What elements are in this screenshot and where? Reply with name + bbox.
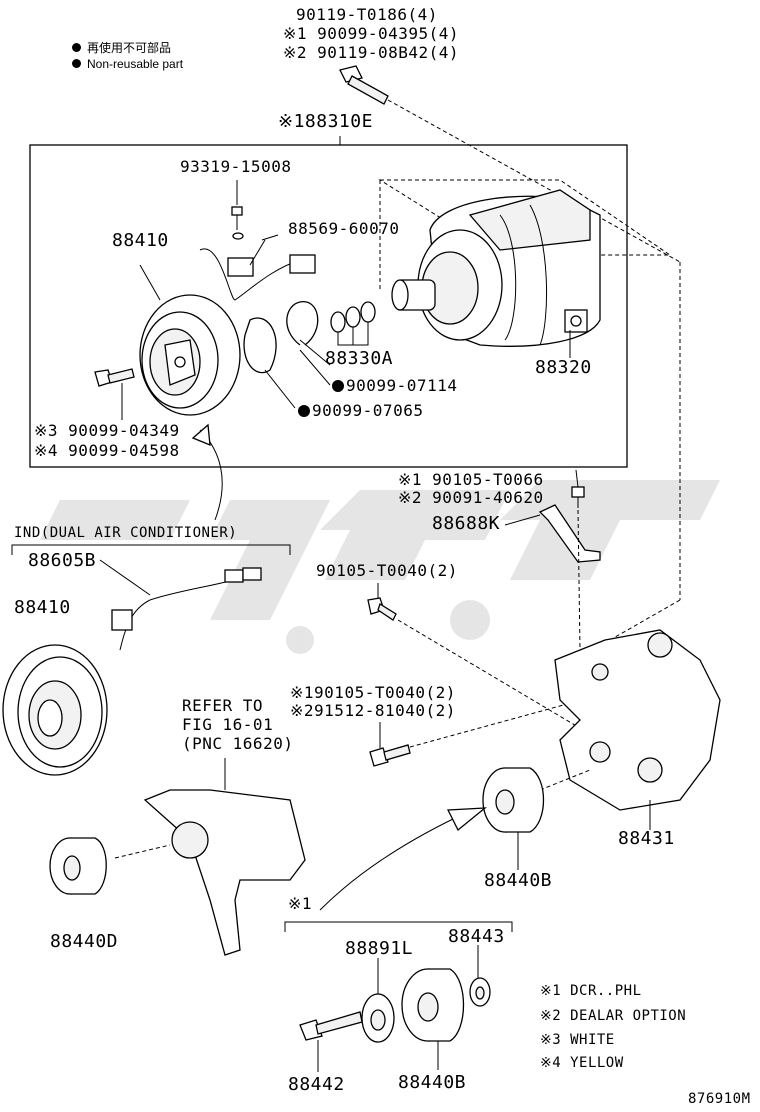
- label-bolt-top-2: ※1 90099-04395(4): [283, 24, 460, 43]
- compressor-bolt: [339, 65, 681, 641]
- shim-90099-07065: [243, 317, 296, 409]
- label-refer-1: REFER TO: [182, 696, 264, 715]
- note-1: ※1 DCR..PHL: [540, 983, 642, 999]
- label-88440b-b: 88440B: [398, 1072, 467, 1093]
- cover-88443: [469, 945, 491, 1007]
- plate-88891l: [361, 958, 395, 1043]
- bracket-bolt-90105: [367, 583, 601, 741]
- label-mark-1: ※1: [288, 894, 313, 913]
- snap-ring-90099-07114: [286, 301, 331, 386]
- label-90105-t0040-alt: ※190105-T0040(2): [290, 683, 456, 702]
- label-90099-04598: ※4 90099-04598: [34, 441, 180, 460]
- compressor-88320: [378, 179, 672, 358]
- label-bolt-top-3: ※2 90119-08B42(4): [283, 43, 460, 62]
- label-88410-a: 88410: [112, 230, 169, 251]
- idler-pulley-88440b: [482, 767, 545, 870]
- legend-text-en: Non-reusable part: [87, 57, 184, 71]
- label-88431: 88431: [618, 828, 675, 849]
- label-88569-60070: 88569-60070: [288, 219, 400, 238]
- label-90099-07114-text: 90099-07114: [346, 376, 458, 395]
- label-90105-t0040: 90105-T0040(2): [316, 561, 458, 580]
- pulley-88440b-b: [401, 968, 465, 1070]
- label-ind-dual-ac: IND(DUAL AIR CONDITIONER): [14, 525, 238, 541]
- legend-text-zh: 再使用不可部品: [87, 41, 172, 55]
- label-refer-3: (PNC 16620): [182, 734, 294, 753]
- idler-pulley-88440d: [49, 837, 171, 895]
- legend: 再使用不可部品 Non-reusable part: [72, 40, 183, 72]
- label-90099-04349: ※3 90099-04349: [34, 421, 180, 440]
- wire-harness-88605b: [99, 559, 262, 651]
- non-reusable-dot-icon: [72, 59, 81, 68]
- screw-93319: [231, 180, 244, 240]
- note-3: ※3 WHITE: [540, 1032, 615, 1048]
- non-reusable-dot-icon: [298, 405, 310, 417]
- label-refer-2: FIG 16-01: [182, 715, 274, 734]
- legend-row-en: Non-reusable part: [72, 56, 183, 72]
- assembly-box-88310e: [29, 144, 628, 468]
- label-93319-15008: 93319-15008: [180, 157, 292, 176]
- label-88310e: ※188310E: [278, 111, 373, 132]
- label-88442: 88442: [288, 1074, 345, 1095]
- label-88410-b: 88410: [14, 597, 71, 618]
- non-reusable-dot-icon: [72, 43, 81, 52]
- label-88440b-a: 88440B: [484, 870, 553, 891]
- legend-row-zh: 再使用不可部品: [72, 40, 183, 56]
- note-4: ※4 YELLOW: [540, 1055, 624, 1071]
- label-90099-07065-text: 90099-07065: [312, 401, 424, 420]
- label-88440d: 88440D: [50, 931, 119, 952]
- label-88320: 88320: [535, 357, 592, 378]
- label-88443: 88443: [448, 926, 505, 947]
- engine-bracket: [143, 758, 306, 956]
- note-2: ※2 DEALAR OPTION: [540, 1008, 687, 1024]
- label-90099-07065: 90099-07065: [298, 402, 423, 420]
- label-91512-81040: ※291512-81040(2): [290, 701, 456, 720]
- label-88688k: 88688K: [432, 513, 501, 534]
- label-90099-07114: 90099-07114: [332, 377, 457, 395]
- clip-88688k: [538, 486, 601, 651]
- figure-id: 876910M: [688, 1091, 751, 1107]
- label-90105-t0066: ※1 90105-T0066: [398, 470, 544, 489]
- label-88605b: 88605B: [28, 550, 97, 571]
- magnetic-clutch-88410: [139, 248, 316, 416]
- magnetic-clutch-88410-b: [2, 644, 108, 776]
- clutch-bolt: [94, 368, 135, 420]
- compressor-bracket-88431: [539, 629, 721, 830]
- label-88891l: 88891L: [345, 938, 414, 959]
- watermark-logo: [40, 480, 720, 654]
- shims-88330a: [330, 301, 376, 346]
- bolt-88442: [299, 1011, 363, 1072]
- non-reusable-dot-icon: [332, 380, 344, 392]
- label-bolt-top-1: 90119-T0186(4): [296, 5, 438, 24]
- label-90091-40620: ※2 90091-40620: [398, 488, 544, 507]
- label-88330a: 88330A: [325, 348, 394, 369]
